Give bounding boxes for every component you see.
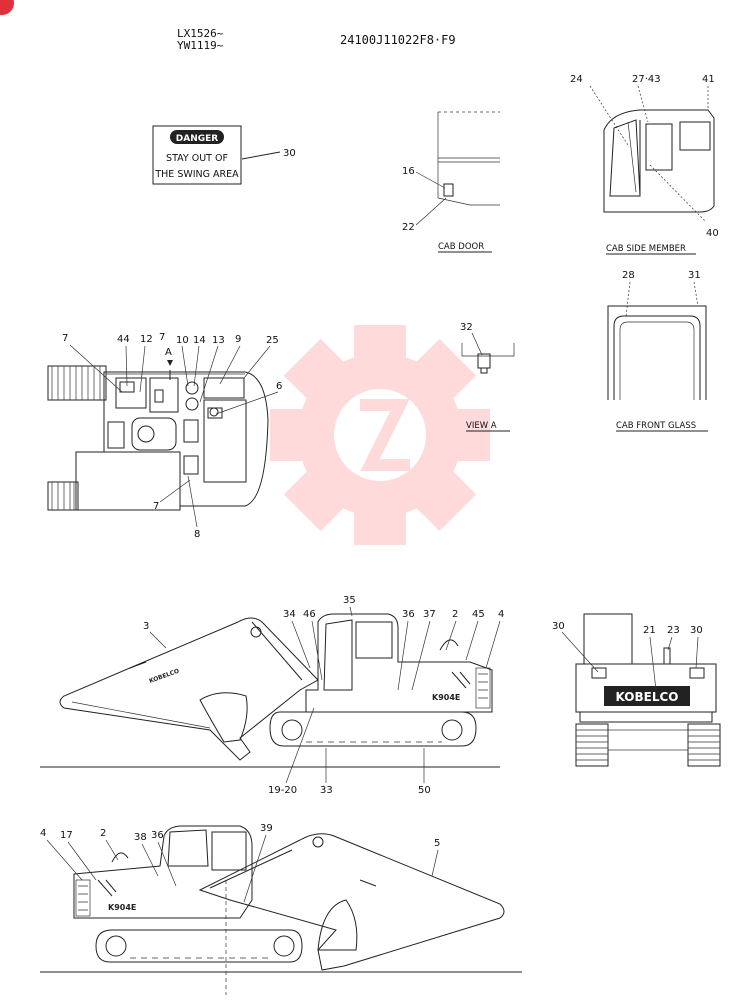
top-view: A 7 44 12 7 10 14 13 9 25 6 7 8 — [47, 332, 282, 540]
callout-28: 28 — [622, 270, 635, 281]
callout-40: 40 — [706, 228, 719, 239]
decal-line-2: THE SWING AREA — [154, 169, 239, 180]
callout-4-right: 4 — [498, 609, 504, 620]
callout-17: 17 — [60, 830, 73, 841]
callout-27-43: 27·43 — [632, 74, 661, 85]
callout-12: 12 — [140, 334, 153, 345]
callout-41: 41 — [702, 74, 715, 85]
callout-21: 21 — [643, 625, 656, 636]
view-marker-a: A — [165, 347, 172, 358]
side-model-mark: K904E — [432, 693, 460, 702]
side-model-mark-left: K904E — [108, 903, 136, 912]
callout-5: 5 — [434, 838, 440, 849]
callout-30-decal: 30 — [283, 148, 296, 159]
serial-range-1: LX1526~ — [177, 27, 224, 40]
callout-23: 23 — [667, 625, 680, 636]
callout-2-right: 2 — [452, 609, 458, 620]
callout-30-rear-right: 30 — [690, 625, 703, 636]
callout-35: 35 — [343, 595, 356, 606]
callout-13: 13 — [212, 335, 225, 346]
side-view-left: K904E 4 17 2 38 36 39 5 — [40, 823, 522, 995]
callout-8: 8 — [194, 529, 200, 540]
callout-44: 44 — [117, 334, 130, 345]
callout-19-20: 19-20 — [268, 785, 297, 796]
callout-7-bottom: 7 — [153, 501, 159, 512]
callout-37: 37 — [423, 609, 436, 620]
cab-door-view: 16 22 CAB DOOR — [402, 111, 500, 253]
callout-45: 45 — [472, 609, 485, 620]
rear-brand-logo: KOBELCO — [616, 690, 679, 704]
callout-38: 38 — [134, 832, 147, 843]
decal-badge-text: DANGER — [176, 134, 219, 144]
callout-30-rear-left: 30 — [552, 621, 565, 632]
callout-32: 32 — [460, 322, 473, 333]
part-number: 24100J11022F8·F9 — [340, 33, 456, 47]
callout-14: 14 — [193, 335, 206, 346]
cab-front-glass-view: 28 31 CAB FRONT GLASS — [607, 270, 708, 432]
side-view-right: K904E KOBELCO 3 34 46 35 36 37 2 — [40, 595, 504, 796]
caption-cab-front-glass: CAB FRONT GLASS — [616, 421, 696, 431]
danger-decal: DANGER STAY OUT OF THE SWING AREA 30 — [152, 125, 296, 185]
callout-34: 34 — [283, 609, 296, 620]
callout-22: 22 — [402, 222, 415, 233]
rear-view: KOBELCO 30 21 23 30 — [552, 613, 721, 767]
callout-39: 39 — [260, 823, 273, 834]
callout-16: 16 — [402, 166, 415, 177]
callout-25: 25 — [266, 335, 279, 346]
callout-6: 6 — [276, 381, 282, 392]
callout-24: 24 — [570, 74, 583, 85]
callout-10: 10 — [176, 335, 189, 346]
caption-cab-door: CAB DOOR — [438, 242, 484, 252]
callout-50: 50 — [418, 785, 431, 796]
callout-7-top-mid: 7 — [159, 332, 165, 343]
callout-36-left: 36 — [151, 830, 164, 841]
callout-2-left: 2 — [100, 828, 106, 839]
callout-9: 9 — [235, 334, 241, 345]
decal-line-1: STAY OUT OF — [166, 153, 228, 164]
callout-7-top-left: 7 — [62, 333, 68, 344]
cab-side-member-view: 24 27·43 41 40 CAB SIDE MEMBER — [570, 74, 719, 255]
callout-36-right: 36 — [402, 609, 415, 620]
boom-brand-mark: KOBELCO — [148, 668, 180, 685]
watermark-gear-icon — [270, 325, 490, 545]
serial-range-2: YW1119~ — [177, 39, 224, 52]
view-a: 32 VIEW A — [460, 322, 515, 432]
caption-view-a: VIEW A — [466, 421, 497, 431]
callout-33: 33 — [320, 785, 333, 796]
callout-46: 46 — [303, 609, 316, 620]
callout-31: 31 — [688, 270, 701, 281]
callout-4-left: 4 — [40, 828, 46, 839]
callout-3: 3 — [143, 621, 149, 632]
corner-badge-icon — [0, 0, 14, 15]
caption-cab-side-member: CAB SIDE MEMBER — [606, 244, 686, 254]
